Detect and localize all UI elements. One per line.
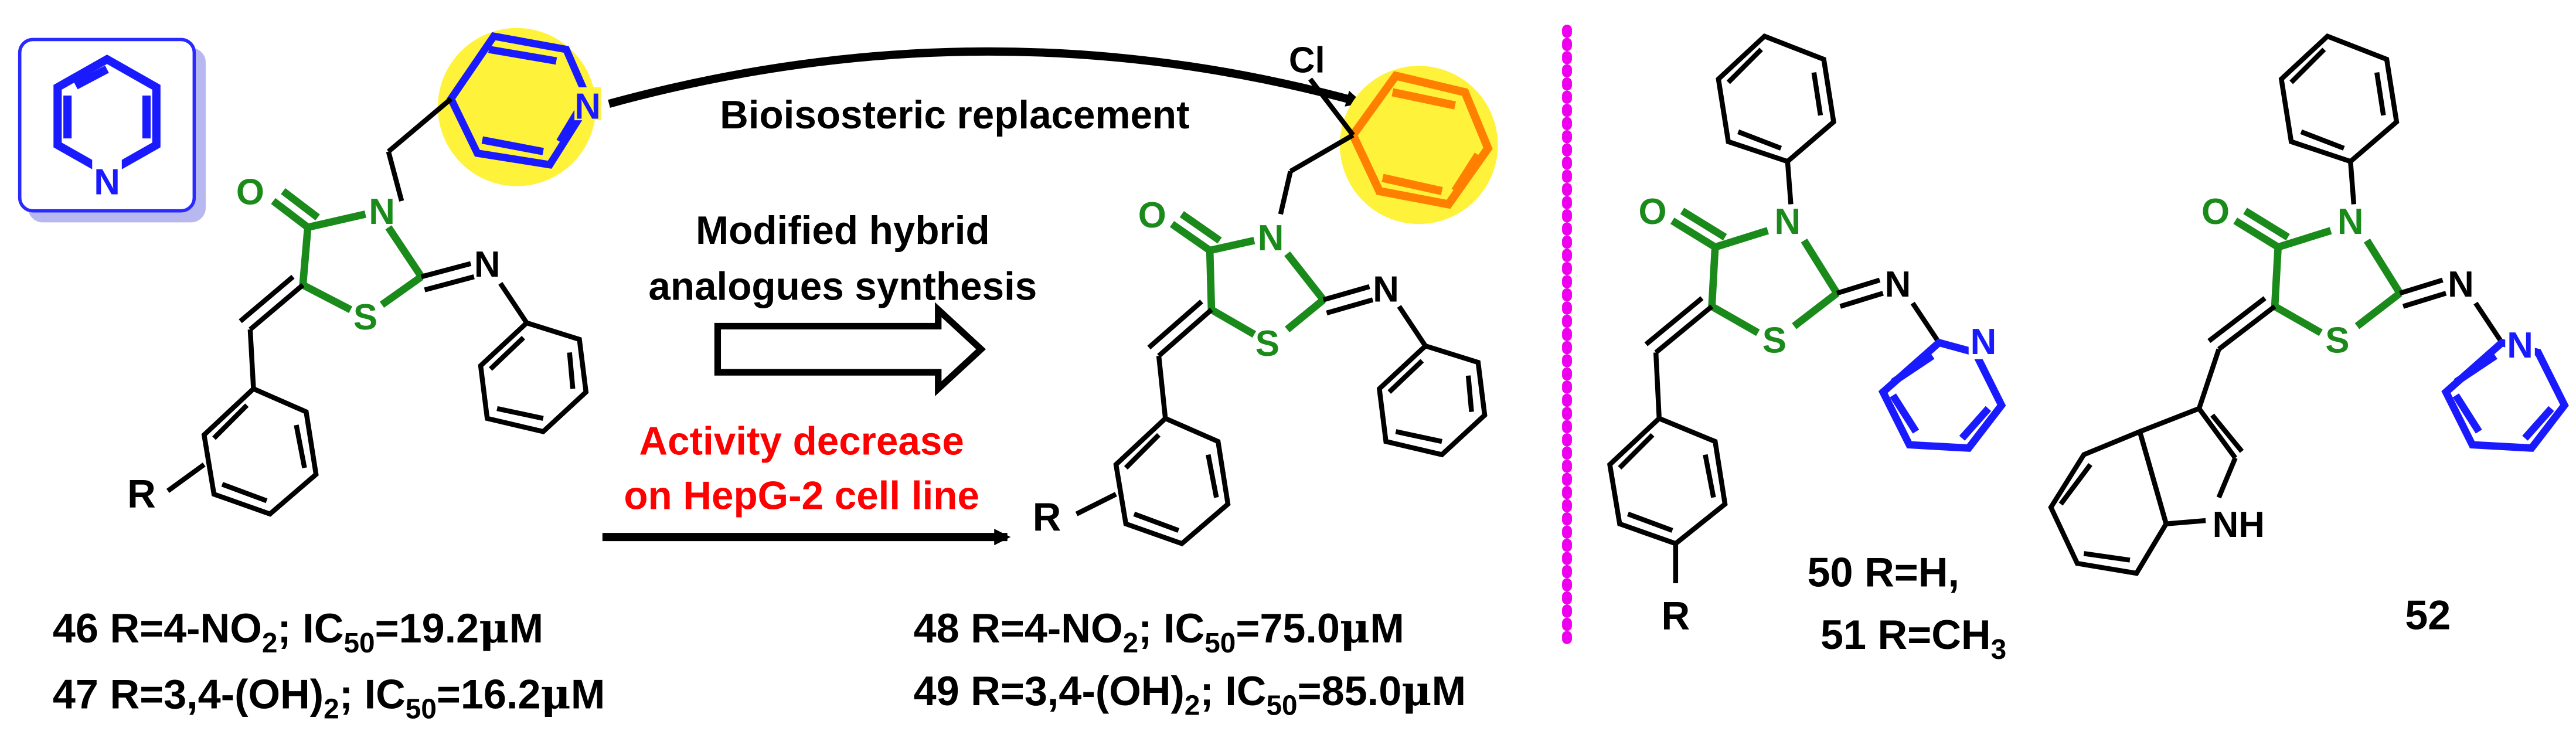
arrow-bioisosteric: Bioisosteric replacement: [608, 47, 1363, 137]
pyridyl-n-label: N: [574, 86, 601, 127]
arrow-activity-decrease: Activity decrease on HepG-2 cell line: [602, 420, 1011, 546]
imine-n-label-4: N: [2448, 264, 2474, 305]
ring-n-label: N: [369, 192, 395, 232]
bioisosteric-label: Bioisosteric replacement: [720, 93, 1189, 137]
cl-label: Cl: [1289, 40, 1325, 81]
indole-nh-label: NH: [2213, 505, 2265, 545]
ring-s-label-2: S: [1255, 324, 1280, 364]
molecule-52: O N S N N: [2048, 33, 2569, 638]
r-group-label: R: [127, 472, 156, 516]
svg-text:47 R=3,4-(OH)2; IC50=16.2μM: 47 R=3,4-(OH)2; IC50=16.2μM: [53, 669, 605, 725]
activity-label-1: Activity decrease: [639, 420, 964, 464]
pyridine-n-label-4: N: [2507, 325, 2533, 366]
svg-text:46 R=4-NO2; IC50=19.2μM: 46 R=4-NO2; IC50=19.2μM: [53, 604, 543, 659]
pyridine-n-label-3: N: [1971, 322, 1997, 362]
ring-n-label-3: N: [1775, 202, 1801, 242]
ring-s-label-4: S: [2325, 320, 2349, 361]
carbonyl-o-label-4: O: [2201, 192, 2230, 232]
ring-n-label-4: N: [2337, 202, 2364, 242]
imine-n-label-3: N: [1885, 264, 1911, 305]
ring-n-label-2: N: [1258, 218, 1284, 259]
molecule-50-51: O N S N N R 50 R=H, 51 R=CH3: [1607, 33, 2006, 665]
ring-s-label-3: S: [1762, 320, 1786, 361]
modified-label-2: analogues synthesis: [648, 264, 1037, 308]
caption-48: 48 R=4-NO2; IC50=75.0μM: [914, 604, 1404, 659]
molecule-48-49: Cl O N S N: [1033, 40, 1498, 547]
caption-49: 49 R=3,4-(OH)2; IC50=85.0μM: [914, 666, 1466, 722]
caption-52: 52: [2405, 591, 2451, 638]
r-group-label-3: R: [1662, 594, 1690, 638]
caption-50: 50 R=H,: [1808, 549, 1959, 595]
caption-46: 46 R=4-NO2; IC50=19.2μM: [53, 604, 543, 659]
caption-47: 47 R=3,4-(OH)2; IC50=16.2μM: [53, 669, 605, 725]
arrow-modified-synthesis: Modified hybrid analogues synthesis: [648, 209, 1037, 397]
imine-n-label-2: N: [1373, 269, 1399, 310]
carbonyl-o-label-2: O: [1138, 195, 1166, 236]
carbonyl-o-label: O: [236, 172, 264, 212]
pyridine-inset: N: [18, 38, 196, 213]
r-group-label-2: R: [1033, 495, 1061, 539]
modified-label-1: Modified hybrid: [696, 209, 990, 253]
caption-51: 51 R=CH3: [1820, 611, 2006, 665]
ring-s-label: S: [353, 297, 377, 338]
molecule-46-47: N O N S N: [127, 28, 601, 517]
carbonyl-o-label-3: O: [1639, 192, 1667, 232]
inset-n-label: N: [94, 162, 120, 203]
activity-label-2: on HepG-2 cell line: [624, 474, 979, 518]
svg-text:49 R=3,4-(OH)2; IC50=85.0μM: 49 R=3,4-(OH)2; IC50=85.0μM: [914, 666, 1466, 722]
svg-text:48 R=4-NO2; IC50=75.0μM: 48 R=4-NO2; IC50=75.0μM: [914, 604, 1404, 659]
imine-n-label: N: [474, 244, 501, 285]
